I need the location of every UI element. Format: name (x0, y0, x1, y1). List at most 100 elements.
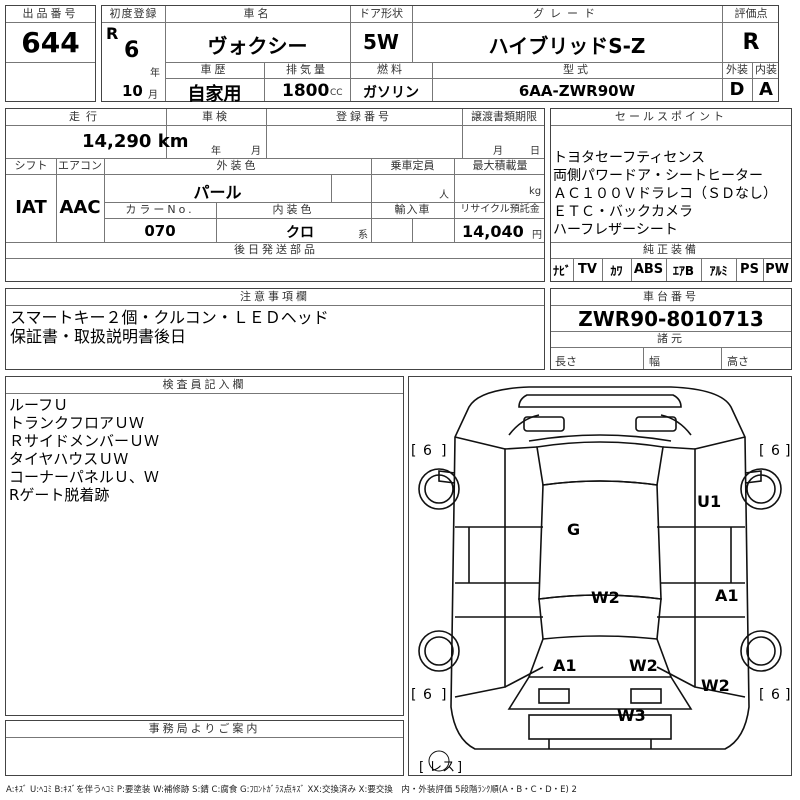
inspection-year-unit: 年 (211, 146, 221, 157)
notes-header: 注意事項欄 (240, 290, 310, 303)
color: パール (193, 183, 242, 202)
tire-label-front-left: [ (411, 443, 416, 459)
inspector-line: Rゲート脱着跡 (9, 486, 110, 504)
plate-header: 登録番号 (336, 110, 392, 123)
equipment-item: PS (740, 262, 759, 277)
displacement: 1800 (282, 81, 330, 101)
interior-color-unit: 系 (358, 230, 368, 241)
grade: ハイブリッドS-Z (488, 34, 646, 58)
first-registration-header: 初度登録 (109, 7, 158, 20)
grade-header: グレード (533, 7, 601, 20)
import-header: 輸入車 (394, 203, 431, 216)
tire-label-front-right-value: 6 (771, 443, 780, 459)
max-load-unit: kg (529, 186, 542, 197)
inspector-line: タイヤハウスＵＷ (9, 450, 129, 468)
chassis-header: 車台番号 (643, 290, 699, 303)
color-number: 070 (144, 222, 176, 240)
inspector-box: 検査員記入欄 ルーフＵ トランクフロアＵＷ ＲサイドメンバーＵＷ タイヤハウスＵ… (5, 376, 404, 716)
tire-label-rear-right: [ (759, 687, 764, 703)
fuel-header: 燃料 (377, 63, 405, 76)
lot-number-header: 出品番号 (22, 7, 79, 20)
damage-label: A1 (553, 656, 577, 675)
sales-line: トヨタセーフティセンス (553, 150, 706, 166)
damage-label: W2 (591, 588, 620, 607)
transfer-header: 譲渡書類期限 (471, 110, 537, 123)
car-name: ヴォクシー (207, 34, 308, 58)
equipment-item: ｱﾙﾐ (709, 264, 728, 278)
shift-header: シフト (14, 159, 48, 172)
color-header: 外装色 (216, 159, 259, 172)
reg-month: 10 (122, 82, 143, 100)
inspector-line: トランクフロアＵＷ (9, 414, 145, 432)
legend: A:ｷｽﾞ U:ﾍｺﾐ B:ｷｽﾞを伴うﾍｺﾐ P:要塗装 W:補修跡 S:錆 … (6, 785, 577, 795)
inspection-header: 車検 (202, 110, 230, 123)
equipment-item: ｴｱB (672, 264, 695, 278)
damage-label: U1 (697, 492, 721, 511)
tire-label-rear-left-value: 6 (423, 687, 432, 703)
sales-points-box: セールスポイント トヨタセーフティセンス 両側パワードア・シートヒーター ＡＣ１… (550, 108, 792, 282)
history-header: 車歴 (200, 63, 229, 76)
interior-color: クロ (286, 225, 314, 241)
max-load-header: 最大積載量 (472, 159, 528, 172)
equipment-item: TV (578, 262, 597, 277)
fuel: ガソリン (363, 85, 419, 101)
aircon: AAC (59, 197, 101, 218)
car-name-header: 車名 (243, 7, 272, 20)
door: 5W (363, 30, 399, 54)
mileage-header: 走行 (69, 110, 103, 123)
sales-line: ＡＣ１００Ｖドラレコ（ＳＤなし） (553, 186, 777, 202)
displacement-unit: CC (330, 88, 343, 98)
inspection-month-unit: 月 (251, 146, 261, 157)
score-header: 評価点 (734, 7, 768, 20)
tire-label-rear-right-close: ] (785, 687, 790, 703)
height-label: 高さ (727, 355, 749, 368)
inspector-header: 検査員記入欄 (162, 378, 247, 391)
sales-line: 両側パワードア・シートヒーター (553, 168, 763, 184)
spare-label: レス (429, 760, 455, 775)
aircon-header: エアコン (58, 159, 102, 172)
tire-label-front-left-value: 6 (423, 443, 432, 459)
inspector-line: ＲサイドメンバーＵＷ (9, 432, 160, 450)
top-grid: 初度登録 R 6 年 10 月 車名 ヴォクシー ドア形状 5W グレード ハイ… (101, 5, 779, 105)
recycle-header: リサイクル預託金 (460, 204, 540, 215)
tire-label-front-left-close: ] (441, 443, 446, 459)
damage-label: W3 (617, 706, 646, 725)
capacity-header: 乗車定員 (390, 159, 435, 172)
sales-line: ハーフレザーシート (553, 222, 678, 238)
recycle-unit: 円 (532, 230, 542, 241)
damage-label: W2 (629, 656, 658, 675)
inspector-line: コーナーパネルＵ、Ｗ (9, 468, 159, 486)
lot-number: 644 (21, 26, 80, 59)
reg-year: 6 (124, 38, 140, 63)
office-header: 事務局よりご案内 (148, 722, 261, 735)
spec-header: 諸元 (657, 332, 685, 345)
spare-label-close: ] (457, 760, 462, 775)
model-header: 型式 (563, 63, 591, 76)
later-parts-header: 後日発送部品 (234, 243, 318, 256)
exterior-header: 外装 (726, 63, 748, 76)
tire-label-front-right-close: ] (785, 443, 790, 459)
capacity-unit: 人 (439, 190, 449, 201)
damage-label: A1 (715, 586, 739, 605)
transfer-day-unit: 日 (530, 146, 540, 157)
length-label: 長さ (555, 355, 577, 368)
notes-box: 注意事項欄 スマートキー２個・クルコン・ＬＥＤヘッド 保証書・取扱説明書後日 (5, 288, 545, 370)
era: R (106, 24, 119, 43)
lot-number-box: 出品番号 644 (5, 5, 96, 102)
door-header: ドア形状 (359, 7, 403, 20)
tire-label-front-right: [ (759, 443, 764, 459)
equipment-item: PW (765, 262, 789, 277)
damage-label: W2 (701, 676, 730, 695)
year-unit: 年 (150, 68, 160, 79)
equipment-item: ABS (633, 262, 664, 277)
width-label: 幅 (649, 355, 660, 368)
displacement-header: 排気量 (286, 63, 328, 76)
equipment-item: ﾅﾋﾞ (552, 264, 571, 278)
equipment-header: 純正装備 (643, 243, 699, 256)
vehicle-info-grid: 走行 14,290 km 車検 年 月 登録番号 譲渡書類期限 月 日 シフト … (5, 108, 545, 282)
notes-line: スマートキー２個・クルコン・ＬＥＤヘッド (10, 308, 329, 327)
tire-label-rear-left: [ (411, 687, 416, 703)
damage-diagram-box: [ 6 ] [ 6 ] [ 6 ] [ 6 ] U1 G W2 A1 A1 W2… (408, 376, 792, 776)
chassis-box: 車台番号 ZWR90-8010713 諸元 長さ 幅 高さ (550, 288, 792, 370)
equipment-item: ｶﾜ (610, 264, 623, 278)
